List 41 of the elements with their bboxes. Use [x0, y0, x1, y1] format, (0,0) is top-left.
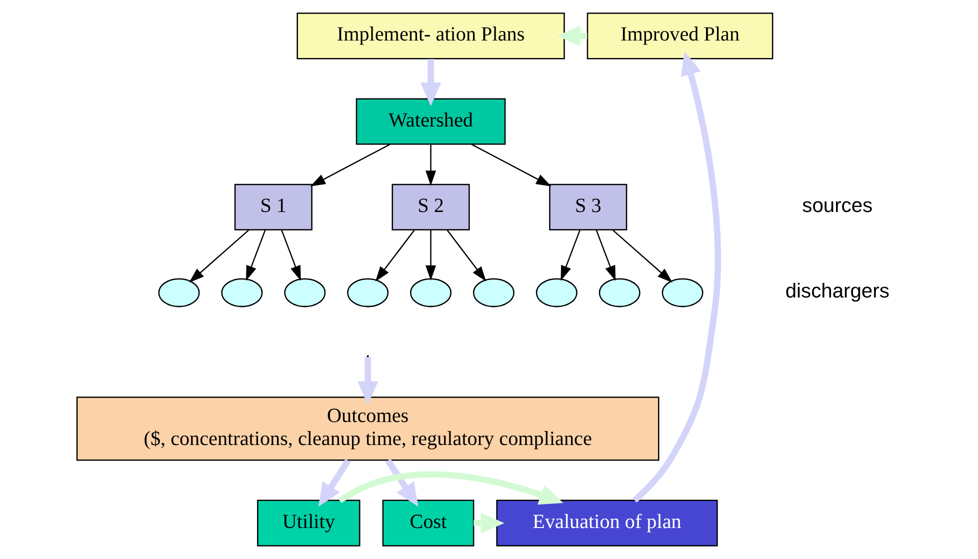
- node-circle: [662, 278, 704, 308]
- arrow: [375, 230, 415, 282]
- node-box: Evaluation of plan: [496, 500, 718, 546]
- arrow: [310, 144, 390, 186]
- node-circle: [472, 278, 514, 308]
- arrow: [474, 512, 504, 534]
- arrow: [632, 51, 721, 503]
- arrow: [318, 458, 351, 507]
- node-box: S 3: [549, 184, 628, 230]
- node-box: Implement- ation Plans: [296, 12, 565, 60]
- arrow: [446, 230, 486, 282]
- arrow: [338, 471, 564, 505]
- arrow: [560, 230, 580, 281]
- node-circle: [284, 278, 326, 308]
- node-circle: [410, 278, 452, 308]
- node-box: Watershed: [356, 98, 506, 145]
- arrow: [596, 230, 616, 281]
- arrow: [358, 357, 378, 405]
- label: dischargers: [785, 280, 890, 302]
- arrow: [425, 144, 436, 186]
- arrow: [425, 230, 436, 280]
- node-box: S 2: [392, 184, 470, 230]
- arrow: [471, 144, 552, 186]
- arrow: [385, 458, 418, 507]
- arrow: [612, 230, 672, 283]
- node-circle: [347, 278, 389, 308]
- arrow: [246, 230, 266, 281]
- node-circle: [221, 278, 263, 308]
- arrow: [420, 59, 442, 106]
- node-box: S 1: [234, 184, 312, 230]
- node-box: Outcomes ($, concentrations, cleanup time, regulatory compliance: [76, 396, 660, 461]
- node-circle: [598, 278, 640, 308]
- label: sources: [802, 194, 873, 217]
- arrow: [556, 26, 588, 46]
- arrow: [189, 230, 250, 283]
- node-box: Utility: [257, 500, 360, 546]
- node-box: Improved Plan: [586, 12, 774, 60]
- arrow: [281, 230, 301, 281]
- node-circle: [536, 278, 578, 308]
- node-box: Cost: [382, 500, 474, 546]
- node-circle: [158, 278, 200, 308]
